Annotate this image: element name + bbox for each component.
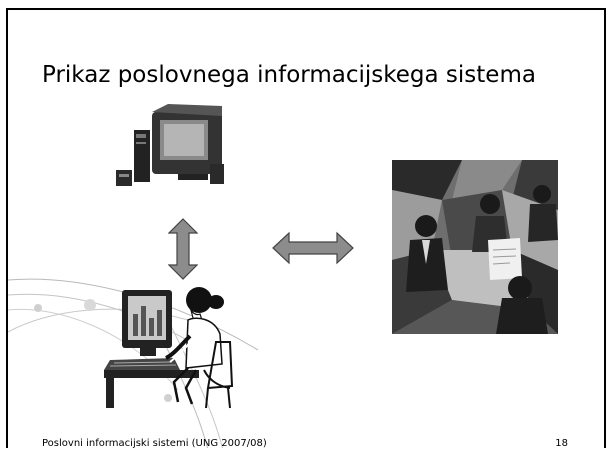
slide-footer: Poslovni informacijski sistemi (UNG 2007… <box>42 438 267 448</box>
vertical-double-arrow-icon <box>168 218 198 280</box>
person-at-computer-icon <box>104 287 234 409</box>
slide: Prikaz poslovnega informacijskega sistem… <box>6 8 606 448</box>
page-number: 18 <box>555 438 568 448</box>
business-meeting-icon <box>392 160 558 334</box>
desktop-computer-icon <box>116 104 224 186</box>
slide-title: Prikaz poslovnega informacijskega sistem… <box>42 62 536 88</box>
horizontal-double-arrow-icon <box>272 231 354 265</box>
